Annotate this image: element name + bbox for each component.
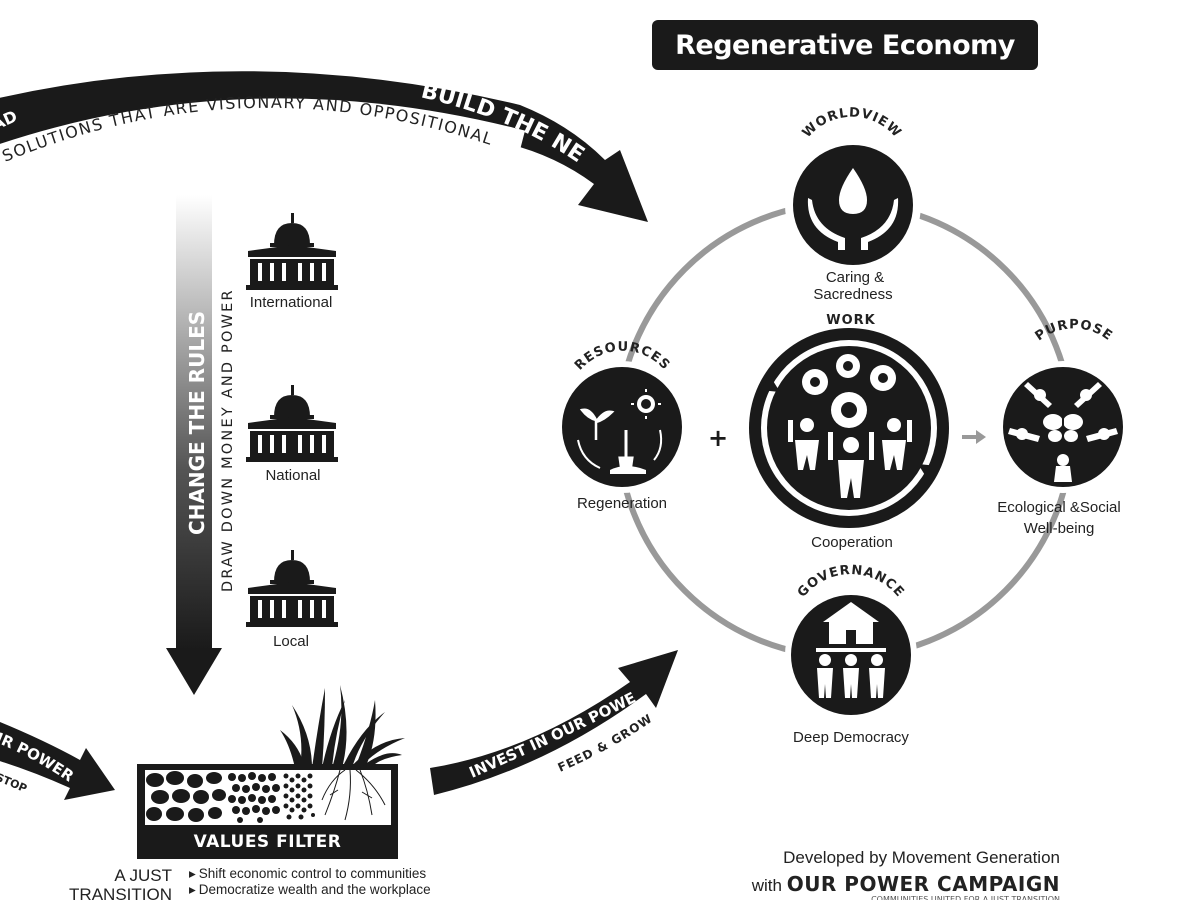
large-gravel	[146, 771, 226, 822]
draw-down-label: DRAW DOWN MONEY AND POWER	[220, 288, 236, 592]
capitol-icon	[246, 385, 338, 462]
left-power-arrow: IR POWER STOP	[0, 722, 115, 800]
list-item: Shift economic control to communities	[189, 866, 431, 882]
people-circle-icon	[1008, 382, 1118, 482]
just-transition-line1: A JUST	[114, 866, 172, 885]
build-arrow-white-band	[0, 98, 526, 184]
sprout-icon	[579, 408, 615, 440]
capitol-icon	[246, 550, 338, 627]
values-filter-graphic	[137, 685, 405, 859]
left-stop-fragment: STOP	[0, 771, 29, 796]
small-arrow-icon	[962, 430, 986, 444]
just-transition-line2: TRANSITION	[69, 885, 172, 904]
level-national-label: National	[265, 467, 320, 484]
level-international-label: International	[250, 294, 333, 311]
our-power-campaign-logo: OUR POWER CAMPAIGN	[786, 872, 1060, 896]
governance-node: GOVERNANCE Deep Democracy	[785, 563, 917, 746]
cycle-arrow-icon	[918, 464, 938, 480]
governance-caption: Deep Democracy	[793, 729, 909, 746]
credit-footnote: COMMUNITIES UNITED FOR A JUST TRANSITION	[871, 895, 1060, 900]
level-local-label: Local	[273, 633, 309, 650]
work-caption: Cooperation	[811, 534, 893, 551]
people-icon	[788, 418, 912, 498]
change-the-rules-arrow: CHANGE THE RULES DRAW DOWN MONEY AND POW…	[166, 195, 236, 695]
medium-gravel	[228, 772, 280, 823]
worldview-caption: Caring &	[826, 269, 884, 286]
just-transition-list: Shift economic control to communities De…	[189, 866, 431, 898]
change-the-rules-label: CHANGE THE RULES	[185, 311, 209, 535]
purpose-caption-2: Well-being	[1024, 520, 1095, 537]
people-lifting-icon	[816, 648, 886, 698]
plus-sign: +	[708, 424, 728, 452]
fine-gravel	[283, 773, 315, 820]
roots	[321, 769, 386, 821]
just-transition-title: A JUST TRANSITION	[60, 866, 172, 904]
work-heading: WORK	[826, 313, 876, 328]
purpose-caption: Ecological &Social	[997, 499, 1120, 516]
credit-campaign: with OUR POWER CAMPAIGN	[640, 872, 1060, 896]
diagram-title: Regenerative Economy	[652, 20, 1038, 70]
resources-node: RESOURCES Regeneration	[556, 340, 688, 512]
left-hand-icon	[807, 198, 845, 250]
worldview-heading: WORLDVIEW	[800, 106, 905, 141]
butterfly-icon	[1043, 414, 1083, 442]
worldview-node: WORLDVIEW Caring & Sacredness	[785, 106, 921, 303]
water-drop-icon	[839, 168, 867, 214]
cycle-arrow-icon	[760, 376, 780, 392]
purpose-node: PURPOSE Ecological &Social Well-being	[997, 317, 1129, 537]
sun-rays	[631, 389, 661, 419]
resources-caption: Regeneration	[577, 495, 667, 512]
capitol-icon	[246, 213, 338, 290]
values-filter-label: VALUES FILTER	[193, 832, 342, 852]
build-the-new-arrow: BUILD THE NEW SOLUTIONS THAT ARE VISIONA…	[0, 0, 648, 222]
credit-with: with	[751, 876, 782, 895]
worldview-caption-2: Sacredness	[813, 286, 892, 303]
list-item: Democratize wealth and the workplace	[189, 882, 431, 898]
credit-developed-by: Developed by Movement Generation	[783, 848, 1060, 867]
work-node: WORK Cooperation	[743, 313, 955, 551]
right-hand-icon	[861, 198, 899, 250]
grass-icon	[280, 685, 405, 768]
